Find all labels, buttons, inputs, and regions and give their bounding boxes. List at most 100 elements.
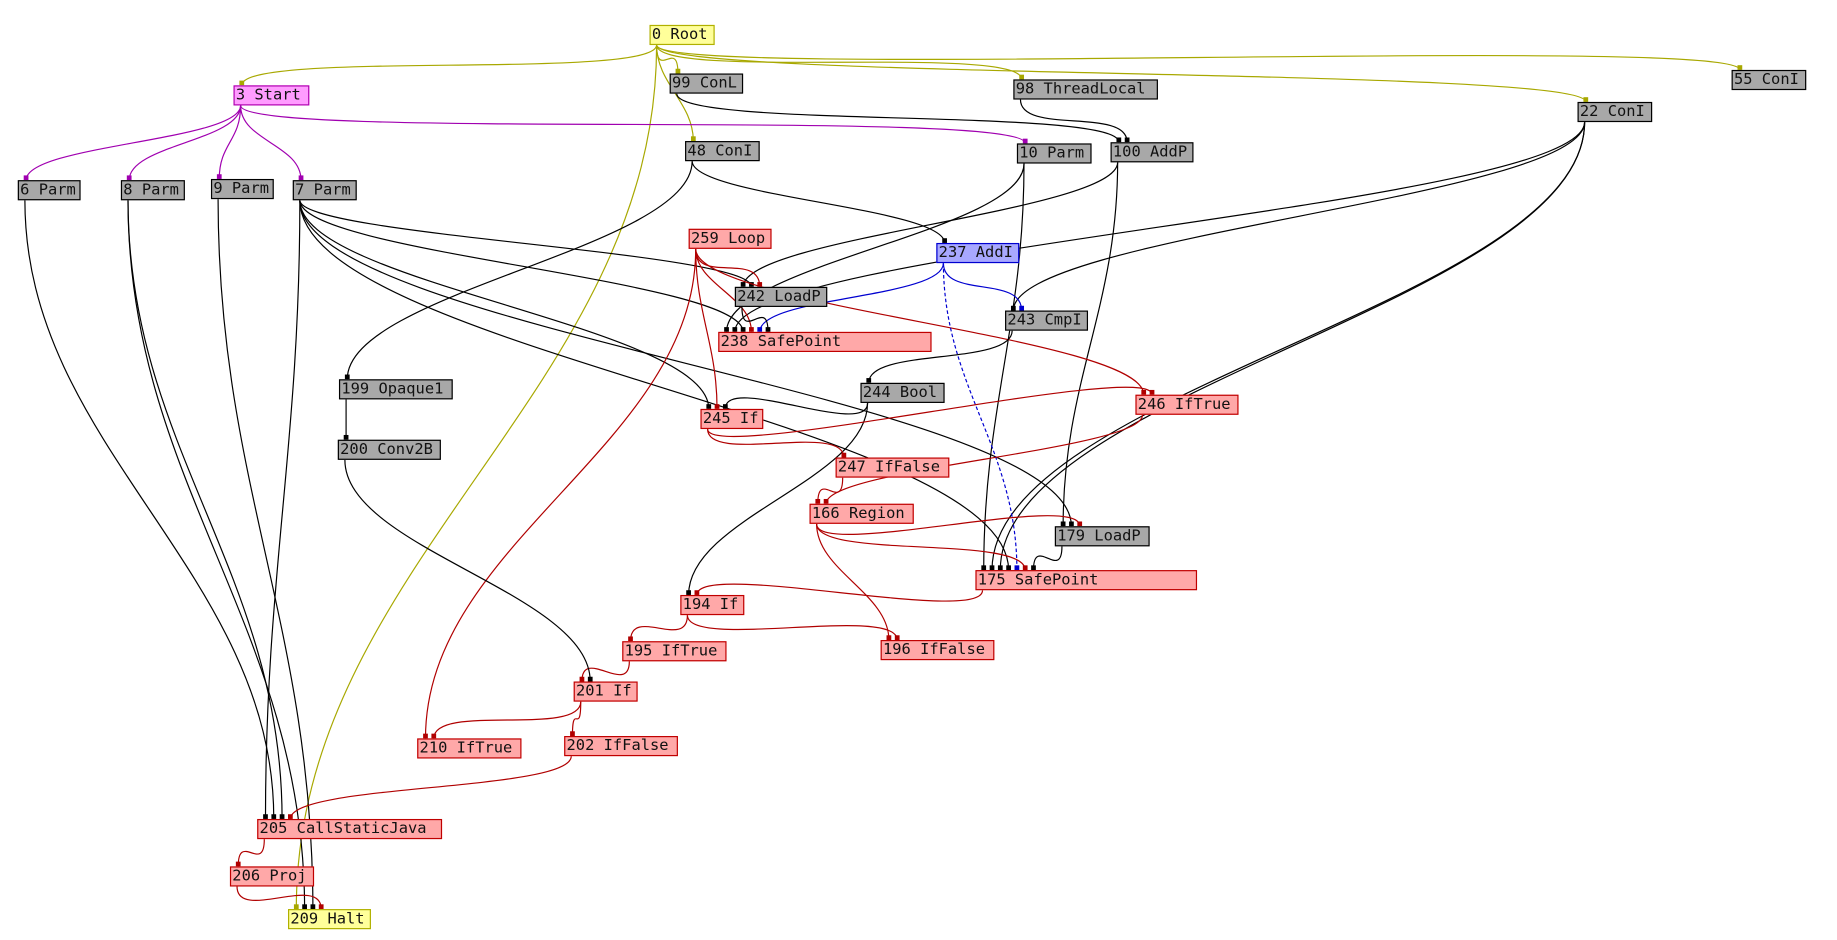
edge-245-246 <box>706 386 1153 437</box>
edge-3-6 <box>25 105 242 181</box>
node-237[interactable]: 237 AddI <box>936 242 1020 264</box>
node-48[interactable]: 48 ConI <box>685 141 760 162</box>
node-194[interactable]: 194 If <box>680 594 745 616</box>
node-202[interactable]: 202 IfFalse <box>564 736 678 757</box>
input-port <box>694 590 700 595</box>
input-port <box>1116 137 1122 143</box>
node-205[interactable]: 205 CallStaticJava <box>257 818 443 840</box>
node-238[interactable]: 238 SafePoint <box>718 331 932 353</box>
input-port <box>1737 65 1743 70</box>
node-201[interactable]: 201 If <box>573 681 638 702</box>
node-200[interactable]: 200 Conv2B <box>337 439 441 460</box>
input-port <box>675 68 681 74</box>
node-9[interactable]: 9 Parm <box>210 178 274 200</box>
edge-247-166 <box>817 477 844 504</box>
input-port <box>942 238 947 243</box>
input-port <box>216 174 222 179</box>
node-195[interactable]: 195 IfTrue <box>622 641 727 662</box>
edge-0-99 <box>656 45 679 74</box>
input-port <box>732 327 738 332</box>
node-6[interactable]: 6 Parm <box>17 180 81 201</box>
edge-243-244 <box>868 330 1013 383</box>
node-3[interactable]: 3 Start <box>233 85 310 106</box>
node-175[interactable]: 175 SafePoint <box>975 570 1198 591</box>
edge-0-98 <box>656 44 1023 80</box>
node-209[interactable]: 209 Halt <box>288 909 371 930</box>
edge-259-245 <box>695 248 718 409</box>
input-port <box>749 282 754 287</box>
node-0[interactable]: 0 Root <box>649 24 715 46</box>
edge-206-209 <box>236 886 322 910</box>
edge-7-205 <box>264 200 301 819</box>
edge-3-8 <box>128 105 242 181</box>
input-port <box>1022 138 1028 144</box>
input-port <box>841 452 847 458</box>
node-7[interactable]: 7 Parm <box>292 180 357 201</box>
input-port <box>1149 389 1155 395</box>
input-port <box>989 565 995 571</box>
edge-22-243 <box>1012 122 1586 311</box>
node-206[interactable]: 206 Proj <box>229 866 315 887</box>
edge-7-242 <box>299 200 753 288</box>
edge-259-242 <box>695 248 761 287</box>
input-port <box>1060 521 1066 527</box>
edge-3-7 <box>240 105 302 181</box>
input-port <box>866 378 872 383</box>
edge-7-175 <box>299 200 1010 571</box>
input-port <box>302 904 307 910</box>
node-243[interactable]: 243 CmpI <box>1005 310 1089 331</box>
node-245[interactable]: 245 If <box>700 408 764 430</box>
input-port <box>722 404 728 409</box>
edge-22-175 <box>999 122 1586 571</box>
input-port <box>288 814 293 819</box>
edge-100-179 <box>1062 162 1119 527</box>
input-port <box>343 434 349 440</box>
input-port <box>570 731 575 737</box>
input-port <box>740 327 746 332</box>
node-55[interactable]: 55 ConI <box>1731 69 1807 91</box>
node-242[interactable]: 242 LoadP <box>734 286 828 307</box>
input-port <box>1141 389 1147 395</box>
node-99[interactable]: 99 ConL <box>669 73 744 94</box>
node-247[interactable]: 247 IfFalse <box>835 457 950 478</box>
input-port <box>690 136 696 142</box>
edge-259-246 <box>695 248 1145 395</box>
node-199[interactable]: 199 Opaque1 <box>338 379 453 400</box>
node-98[interactable]: 98 ThreadLocal <box>1013 79 1158 100</box>
node-210[interactable]: 210 IfTrue <box>417 738 522 759</box>
input-port <box>293 904 299 910</box>
edge-7-245 <box>299 200 710 409</box>
node-259[interactable]: 259 Loop <box>688 228 772 249</box>
edge-48-237 <box>691 161 946 244</box>
edge-3-10 <box>240 104 1026 144</box>
node-10[interactable]: 10 Parm <box>1016 143 1092 164</box>
edge-48-199 <box>346 161 693 380</box>
input-port <box>1583 97 1589 102</box>
edge-201-202 <box>571 701 582 737</box>
input-port <box>23 175 29 181</box>
input-port <box>344 374 350 380</box>
edge-166-175 <box>816 523 1026 571</box>
edge-194-196 <box>686 615 898 641</box>
input-port <box>997 565 1003 571</box>
edge-98-100 <box>1019 99 1128 143</box>
edge-7-238 <box>299 200 744 332</box>
input-port <box>1019 305 1025 311</box>
node-22[interactable]: 22 ConI <box>1577 101 1653 123</box>
node-8[interactable]: 8 Parm <box>120 180 185 201</box>
node-196[interactable]: 196 IfFalse <box>880 640 995 661</box>
edge-0-22 <box>656 44 1587 103</box>
input-port <box>706 404 712 409</box>
input-port <box>628 636 633 642</box>
node-100[interactable]: 100 AddP <box>1110 142 1194 163</box>
node-246[interactable]: 246 IfTrue <box>1135 394 1239 415</box>
edge-100-242 <box>742 162 1119 287</box>
node-166[interactable]: 166 Region <box>809 503 914 524</box>
node-179[interactable]: 179 LoadP <box>1054 526 1150 547</box>
input-port <box>1019 74 1025 80</box>
node-244[interactable]: 244 Bool <box>860 382 945 403</box>
input-port <box>1031 565 1036 571</box>
edge-0-209 <box>295 45 658 910</box>
input-port <box>757 282 763 287</box>
input-port <box>1014 565 1020 571</box>
